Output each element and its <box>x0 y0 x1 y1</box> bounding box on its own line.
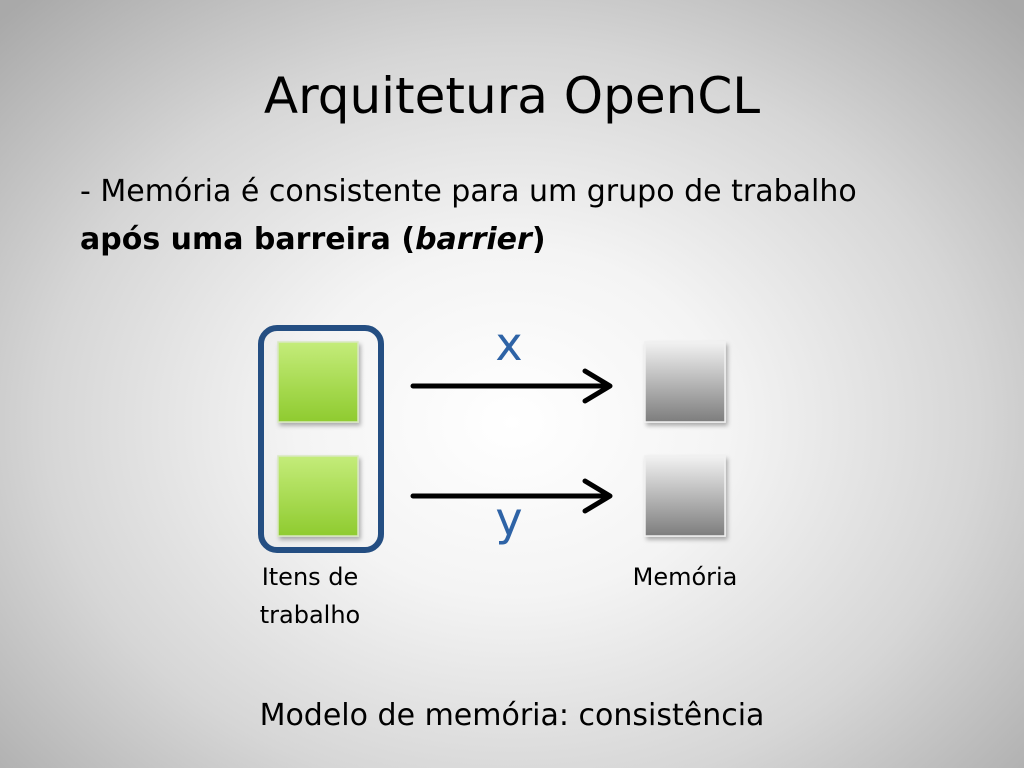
bullet-bold-italic: barrier <box>415 222 532 257</box>
work-item-2 <box>277 455 359 537</box>
memory-label: Memória <box>632 563 738 591</box>
variable-y-label: y <box>495 492 522 546</box>
work-item-1 <box>277 341 359 423</box>
bullet-bold-suffix: ) <box>531 222 546 257</box>
slide-title: Arquitetura OpenCL <box>263 67 761 125</box>
work-items-label-line1: Itens de <box>261 563 359 591</box>
bullet-bold-prefix: após uma barreira ( <box>80 222 416 257</box>
memory-cell-2 <box>644 455 726 537</box>
arrow-x <box>410 368 613 404</box>
memory-cell-1 <box>644 341 726 423</box>
work-group-border <box>258 325 384 553</box>
arrow-y <box>410 478 613 514</box>
variable-x-label: x <box>495 317 522 371</box>
slide-caption: Modelo de memória: consistência <box>259 698 765 733</box>
bullet-line-2: após uma barreira (barrier) <box>80 216 960 264</box>
work-items-label-line2: trabalho <box>259 601 361 629</box>
work-items-label: Itens de trabalho <box>230 558 390 634</box>
bullet-text: - Memória é consistente para um grupo de… <box>80 168 960 264</box>
bullet-line-1: - Memória é consistente para um grupo de… <box>80 174 857 209</box>
